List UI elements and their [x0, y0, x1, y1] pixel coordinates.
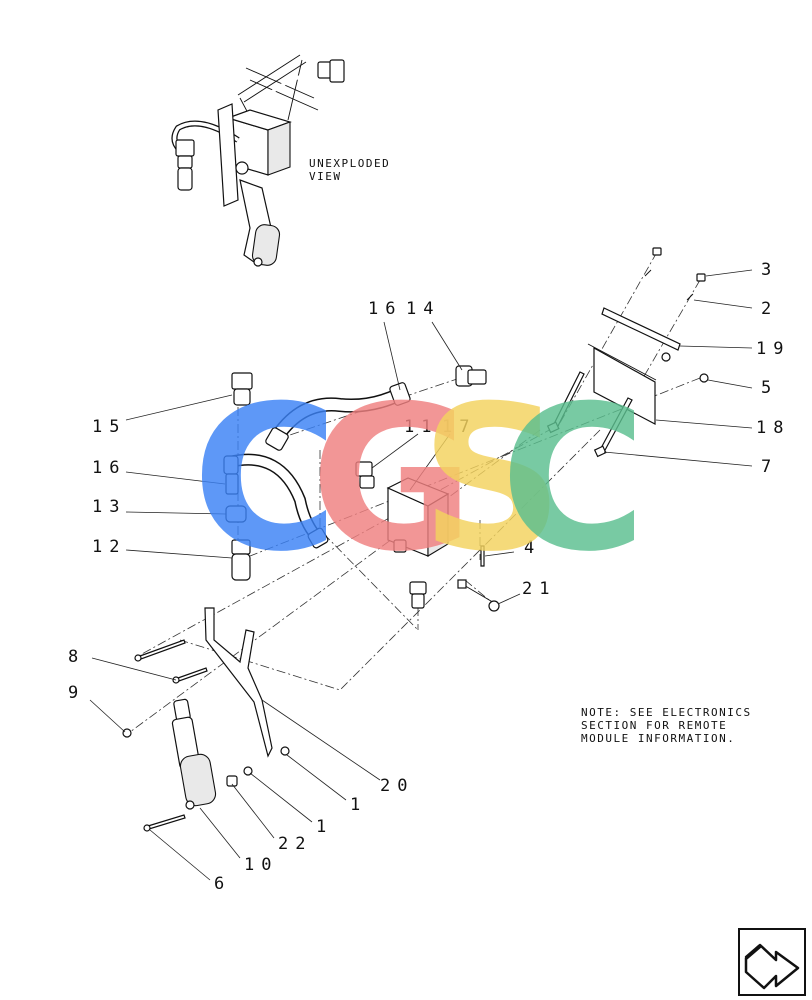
- part-7-bolts: [546, 371, 633, 458]
- part-20-bracket: [204, 607, 273, 758]
- unexploded-label-line2: VIEW: [309, 170, 342, 183]
- unexploded-label-line1: UNEXPLODED: [309, 157, 390, 170]
- part-2-washers: [644, 269, 694, 301]
- part-6-bolt: [143, 814, 186, 832]
- part-1-nut-b: [280, 746, 290, 756]
- part-12-fitting: [231, 539, 251, 581]
- part-14-elbow: [455, 365, 487, 387]
- part-9-nut: [122, 728, 132, 738]
- callout-22: 22: [278, 834, 312, 854]
- callout-13: 13: [92, 497, 126, 517]
- callout-12: 12: [92, 537, 126, 557]
- part-17-module: [386, 477, 450, 557]
- callout-19: 19: [756, 339, 790, 359]
- part-16-hose-lower: [223, 453, 329, 549]
- callout-16-lower: 16: [92, 458, 126, 478]
- callout-2: 2: [761, 299, 778, 319]
- watermark-letter-c2: C: [500, 363, 647, 596]
- callout-15: 15: [92, 417, 126, 437]
- callout-1a: 1: [350, 795, 367, 815]
- callout-11: 11: [404, 417, 438, 437]
- note-line3: MODULE INFORMATION.: [581, 732, 735, 745]
- callout-5: 5: [761, 378, 778, 398]
- part-11-fitting: [355, 461, 375, 489]
- callout-16: 16: [368, 299, 402, 319]
- part-22-spacer: [226, 775, 238, 787]
- watermark-letter-s: S: [420, 363, 564, 596]
- callout-9: 9: [68, 683, 85, 703]
- callout-14: 14: [406, 299, 440, 319]
- part-16-hose-top: [265, 382, 411, 451]
- next-page-arrow-icon[interactable]: [738, 928, 806, 996]
- part-8-bolts: [134, 639, 208, 684]
- part-10-actuator: [171, 698, 217, 810]
- note-line1: NOTE: SEE ELECTRONICS: [581, 706, 752, 719]
- callout-21: 21: [522, 579, 556, 599]
- part-21-bolt: [457, 579, 500, 612]
- part-15-fitting: [231, 372, 253, 406]
- part-3-nuts: [652, 247, 706, 282]
- watermark-letter-g: G: [310, 363, 474, 596]
- callout-4: 4: [524, 538, 541, 558]
- part-18-plate: [593, 346, 656, 425]
- leader-lines: [89, 269, 753, 881]
- note-line2: SECTION FOR REMOTE: [581, 719, 727, 732]
- callout-1b: 1: [316, 817, 333, 837]
- callout-6: 6: [214, 874, 231, 894]
- part-5-nut: [699, 373, 709, 383]
- callout-17: 17: [442, 417, 476, 437]
- part-19-strap: [601, 307, 681, 351]
- callout-8: 8: [68, 647, 85, 667]
- callout-10: 10: [244, 855, 278, 875]
- part-4-pin: [480, 545, 485, 567]
- watermark-logo: C G S C: [192, 363, 647, 596]
- watermark-letter-c1: C: [192, 363, 339, 596]
- callout-7: 7: [761, 457, 778, 477]
- unexploded-assembly: [171, 54, 345, 267]
- callout-18: 18: [756, 418, 790, 438]
- callout-20: 20: [380, 776, 414, 796]
- callout-3: 3: [761, 260, 778, 280]
- part-fitting-lower: [409, 581, 427, 609]
